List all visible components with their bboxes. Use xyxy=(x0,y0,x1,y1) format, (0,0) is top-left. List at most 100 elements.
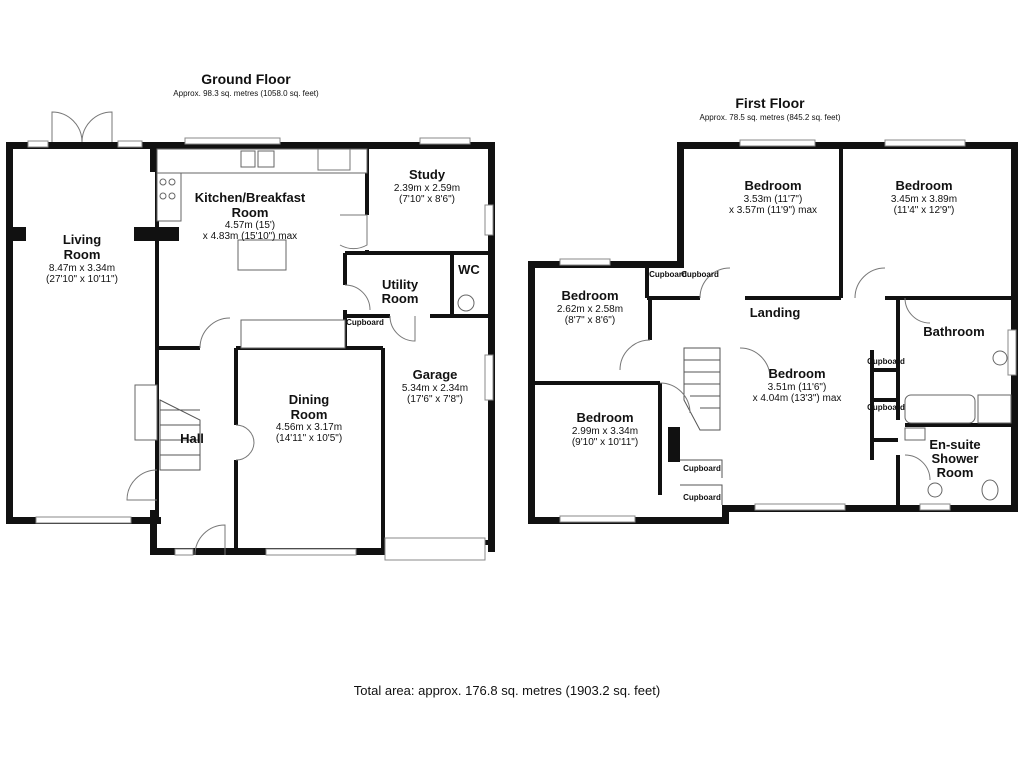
bedroom-dims: x 3.57m (11'9") max xyxy=(729,205,817,216)
stair-wall xyxy=(668,427,680,462)
window xyxy=(1007,329,1017,376)
study-dims: (7'10" x 8'6") xyxy=(399,194,455,205)
garage-door xyxy=(384,537,486,561)
utility-room-label: Utility xyxy=(382,277,419,292)
cupboard-label: Cupboard xyxy=(346,318,384,327)
wall xyxy=(150,142,495,149)
bedroom-dims: (8'7" x 8'6") xyxy=(565,315,615,326)
landing-label: Landing xyxy=(750,305,801,320)
kitchen-dims: x 4.83m (15'10") max xyxy=(203,231,297,242)
hob-ring xyxy=(159,178,167,186)
window xyxy=(559,258,611,266)
window xyxy=(919,503,951,511)
window xyxy=(739,139,816,147)
bedroom-label: Bedroom xyxy=(895,178,952,193)
chimney xyxy=(134,227,156,241)
living-room-label: Living xyxy=(63,232,101,247)
cupboard-label: Cupboard xyxy=(681,270,719,279)
cupboard-label: Cupboard xyxy=(867,357,905,366)
kitchen-dims: 4.57m (15') xyxy=(225,220,275,231)
wall xyxy=(677,142,1018,149)
toilet xyxy=(457,294,475,312)
window xyxy=(559,515,636,523)
first-floor-area: Approx. 78.5 sq. metres (845.2 sq. feet) xyxy=(700,113,841,122)
window xyxy=(265,548,357,556)
total-area: Total area: approx. 176.8 sq. metres (19… xyxy=(354,683,660,698)
door xyxy=(126,469,158,501)
kitchen-label: Kitchen/Breakfast xyxy=(195,190,306,205)
sink xyxy=(257,150,275,168)
garage-dims: 5.34m x 2.34m xyxy=(402,383,468,394)
utility-room-label: Room xyxy=(382,291,419,306)
dining-room-dims: (14'11" x 10'5") xyxy=(276,433,342,444)
door xyxy=(904,297,931,324)
door xyxy=(904,454,931,481)
cupboard-label: Cupboard xyxy=(867,403,905,412)
bedroom-label: Bedroom xyxy=(561,288,618,303)
window xyxy=(27,140,49,148)
wall xyxy=(6,142,13,524)
window xyxy=(484,204,494,236)
bedroom-label: Bedroom xyxy=(744,178,801,193)
ground-floor-area: Approx. 98.3 sq. metres (1058.0 sq. feet… xyxy=(173,89,319,98)
bedroom-dims: x 4.04m (13'3") max xyxy=(753,393,842,404)
wash-basin xyxy=(992,350,1008,366)
hob-ring xyxy=(168,178,176,186)
wc-label: WC xyxy=(458,262,480,277)
bedroom-dims: (9'10" x 10'11") xyxy=(572,437,638,448)
window xyxy=(35,516,132,524)
bathroom-label: Bathroom xyxy=(923,324,984,339)
bath-panel xyxy=(977,394,1012,424)
sink-drainer xyxy=(240,150,256,168)
hall-label: Hall xyxy=(180,431,204,446)
bedroom-dims: 3.51m (11'6") xyxy=(768,382,827,393)
window xyxy=(174,548,194,556)
bedroom-dims: 2.62m x 2.58m xyxy=(557,304,623,315)
cupboard-label: Cupboard xyxy=(649,270,687,279)
door xyxy=(854,267,886,299)
wall xyxy=(150,142,157,172)
kitchen-label: Room xyxy=(232,205,269,220)
door xyxy=(317,149,351,171)
living-room-dims: 8.47m x 3.34m xyxy=(49,263,115,274)
bedroom-dims: 2.99m x 3.34m xyxy=(572,426,638,437)
shower-basin xyxy=(927,482,943,498)
garage-label: Garage xyxy=(413,367,458,382)
living-room-dims: (27'10" x 10'11") xyxy=(46,274,118,285)
dining-room-label: Room xyxy=(291,407,328,422)
window xyxy=(117,140,143,148)
bedroom-label: Bedroom xyxy=(768,366,825,381)
door xyxy=(699,267,731,299)
hob-ring xyxy=(168,192,176,200)
wall xyxy=(488,142,495,552)
kitchen-counter xyxy=(240,319,346,349)
wall xyxy=(677,142,684,267)
front-door xyxy=(194,524,226,556)
toilet xyxy=(981,479,999,501)
wall xyxy=(1011,142,1018,512)
door xyxy=(344,284,371,311)
bedroom-dims: 3.53m (11'7") xyxy=(744,194,803,205)
ensuite-label: En-suite xyxy=(929,437,980,452)
dining-room-dims: 4.56m x 3.17m xyxy=(276,422,342,433)
window xyxy=(754,503,846,511)
wall xyxy=(6,142,156,149)
bedroom-dims: 3.45m x 3.89m xyxy=(891,194,957,205)
cupboard-label: Cupboard xyxy=(683,493,721,502)
window xyxy=(184,137,281,145)
wall xyxy=(528,261,535,524)
radiator xyxy=(134,384,158,441)
living-room-label: Room xyxy=(64,247,101,262)
staircase xyxy=(683,347,721,431)
window xyxy=(884,139,966,147)
window xyxy=(419,137,471,145)
cupboard-outline xyxy=(680,484,723,505)
door xyxy=(619,339,651,371)
bedroom-dims: (11'4" x 12'9") xyxy=(894,205,955,216)
door xyxy=(199,317,231,349)
french-door xyxy=(81,111,113,143)
ground-floor-plan: Ground Floor Approx. 98.3 sq. metres (10… xyxy=(6,71,495,561)
wall xyxy=(722,505,729,524)
chimney xyxy=(157,227,179,241)
